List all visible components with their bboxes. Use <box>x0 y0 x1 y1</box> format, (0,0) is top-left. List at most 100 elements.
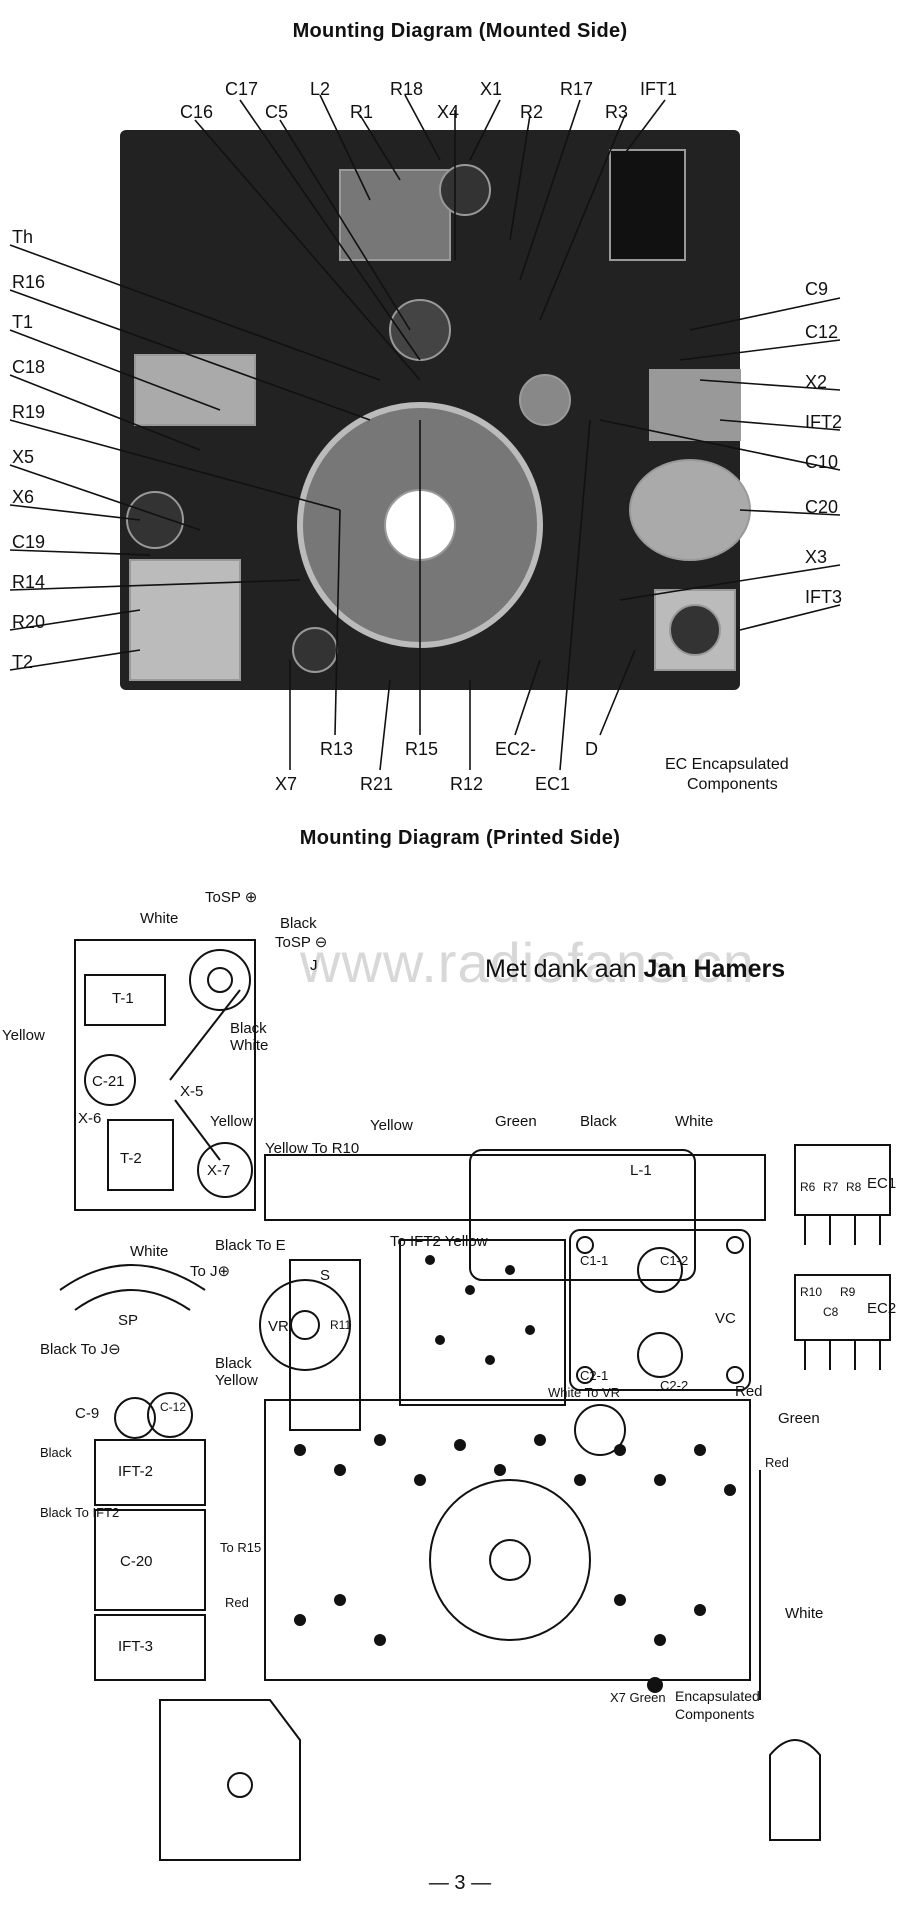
label-black-2: Black <box>230 1020 267 1037</box>
label-ift3: IFT3 <box>805 587 843 607</box>
label-c1-1: C1-1 <box>580 1253 609 1268</box>
label-ift-3: IFT-3 <box>118 1638 154 1655</box>
label-r6: R6 <box>800 1180 816 1194</box>
leader-lines-top <box>9 94 841 771</box>
label-t-1: T-1 <box>112 990 134 1007</box>
label-c10: C10 <box>805 452 839 472</box>
label-white-right: White <box>785 1605 824 1622</box>
note-line-2: Components <box>687 776 778 793</box>
label-to-r15: To R15 <box>220 1540 262 1555</box>
label-r20: R20 <box>12 612 46 632</box>
label-t-2: T-2 <box>120 1150 142 1167</box>
note-line-1: EC Encapsulated <box>665 756 789 773</box>
label-l2: L2 <box>310 79 331 99</box>
page-number: — 3 — <box>428 1872 492 1894</box>
credit-text: Met dank aan Jan Hamers <box>485 955 785 984</box>
label-x5: X5 <box>12 447 35 467</box>
label-j: J <box>310 957 318 974</box>
label-red-2: Red <box>225 1595 249 1610</box>
label-c-21: C-21 <box>92 1073 125 1090</box>
diagram-title-mounted-side: Mounting Diagram (Mounted Side) <box>292 20 628 42</box>
label-r18: R18 <box>390 79 424 99</box>
diagram-title-printed-side: Mounting Diagram (Printed Side) <box>299 827 621 849</box>
label-x-5: X-5 <box>180 1083 204 1100</box>
label-ift-2: IFT-2 <box>118 1463 154 1480</box>
label-black-3: Black <box>215 1355 252 1372</box>
label-c17: C17 <box>225 79 259 99</box>
label-yellow-to-r10: Yellow To R10 <box>265 1140 360 1157</box>
label-r8: R8 <box>846 1180 862 1194</box>
label-x-6: X-6 <box>78 1110 102 1127</box>
label-r9: R9 <box>840 1285 856 1299</box>
encapsulated-note-top: EC Encapsulated Components <box>665 755 789 795</box>
credit-prefix: Met dank aan <box>485 955 644 983</box>
label-r2: R2 <box>520 102 544 122</box>
label-c2-2: C2-2 <box>660 1378 689 1393</box>
label-c5: C5 <box>265 102 289 122</box>
label-yellow-1: Yellow <box>2 1027 45 1044</box>
label-c-20: C-20 <box>120 1553 153 1570</box>
label-black-4: Black <box>40 1445 72 1460</box>
label-c-9: C-9 <box>75 1405 100 1422</box>
label-r7: R7 <box>823 1180 839 1194</box>
note-line-2: Components <box>675 1705 755 1722</box>
label-r15: R15 <box>405 739 439 759</box>
encapsulated-note-bottom: Encapsulated Components <box>675 1688 760 1723</box>
label-vc: VC <box>715 1310 736 1327</box>
label-ec1-bottom: EC1 <box>867 1175 897 1192</box>
label-green-right: Green <box>778 1410 820 1427</box>
label-x-7: X-7 <box>207 1162 231 1179</box>
label-tosp-minus: ToSP ⊖ <box>275 934 328 951</box>
label-to-j: To J⊕ <box>190 1263 231 1280</box>
label-white-1: White <box>140 910 179 927</box>
label-r21: R21 <box>360 774 394 794</box>
label-s: S <box>320 1267 331 1284</box>
watermark: www.radiofans.cn <box>300 931 755 994</box>
label-ec1: EC1 <box>535 774 571 794</box>
label-black-to-ift2: Black To IFT2 <box>40 1505 120 1520</box>
label-c16: C16 <box>180 102 214 122</box>
label-t1: T1 <box>12 312 34 332</box>
label-c12: C12 <box>805 322 839 342</box>
pcb-pads <box>294 1255 736 1693</box>
label-c18: C18 <box>12 357 46 377</box>
label-yellow-top: Yellow <box>370 1117 413 1134</box>
label-white-sp: White <box>130 1243 169 1260</box>
label-c19: C19 <box>12 532 46 552</box>
label-ec2: EC2- <box>495 739 537 759</box>
label-x7-green: X7 Green <box>610 1690 666 1705</box>
label-x1: X1 <box>480 79 503 99</box>
label-ec2-bottom: EC2 <box>867 1300 897 1317</box>
label-sp: SP <box>118 1312 139 1329</box>
label-r3: R3 <box>605 102 629 122</box>
label-r17: R17 <box>560 79 594 99</box>
label-d: D <box>585 739 598 759</box>
label-th: Th <box>12 227 34 247</box>
label-x6: X6 <box>12 487 35 507</box>
label-r13: R13 <box>320 739 354 759</box>
label-x4: X4 <box>437 102 460 122</box>
label-green-top: Green <box>495 1113 537 1130</box>
label-white-2: White <box>230 1037 269 1054</box>
label-vr: VR <box>268 1318 289 1335</box>
label-tosp-plus: ToSP ⊕ <box>205 889 258 906</box>
label-black-1: Black <box>280 915 317 932</box>
label-x3: X3 <box>805 547 828 567</box>
label-r1: R1 <box>350 102 374 122</box>
label-r11: R11 <box>330 1318 352 1332</box>
label-yellow-2: Yellow <box>210 1113 253 1130</box>
label-x2: X2 <box>805 372 828 392</box>
label-c1-2: C1-2 <box>660 1253 689 1268</box>
photo-components <box>126 149 751 681</box>
label-r16: R16 <box>12 272 46 292</box>
label-l-1: L-1 <box>630 1162 652 1179</box>
label-r10: R10 <box>800 1285 823 1299</box>
label-to-ift2-yellow: To IFT2 Yellow <box>390 1233 488 1250</box>
label-c20: C20 <box>805 497 839 517</box>
credit-name: Jan Hamers <box>643 955 786 983</box>
label-t2: T2 <box>12 652 34 672</box>
label-yellow-3: Yellow <box>215 1372 258 1389</box>
note-line-1: Encapsulated <box>675 1688 760 1704</box>
label-black-to-e: Black To E <box>215 1237 286 1254</box>
label-black-to-j: Black To J⊖ <box>40 1341 121 1358</box>
